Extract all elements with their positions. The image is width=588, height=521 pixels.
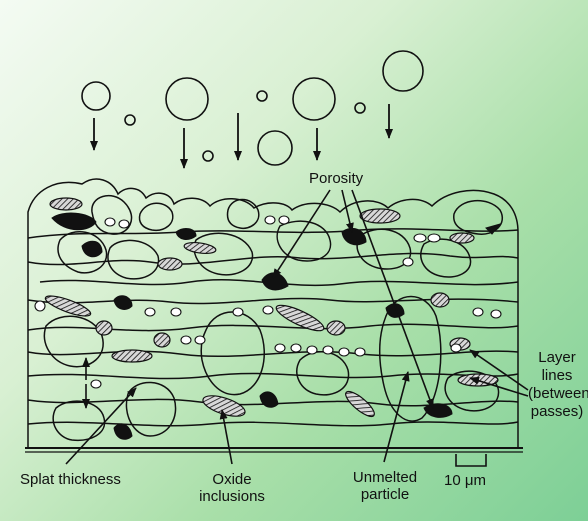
bead	[119, 220, 129, 228]
bead	[403, 258, 413, 266]
pore	[114, 296, 132, 310]
splat	[44, 316, 103, 366]
oxide-inclusion	[342, 388, 377, 420]
layer-lines-label-line: Layer	[528, 349, 586, 367]
droplet	[355, 103, 365, 113]
bead	[428, 234, 440, 242]
oxide-inclusion	[158, 258, 182, 270]
porosity-label: Porosity	[309, 170, 363, 187]
oxide-inclusions-leader	[222, 410, 232, 464]
bead	[279, 216, 289, 224]
splat-boundary	[28, 373, 518, 378]
oxide-inclusion	[360, 209, 400, 223]
oxide-inclusion	[431, 293, 449, 307]
oxide-inclusion	[201, 392, 248, 421]
bead	[291, 344, 301, 352]
oxide-inclusion	[450, 233, 474, 243]
splat	[53, 401, 104, 440]
unmelted-particle-label-line: Unmelted	[350, 469, 420, 486]
splat	[92, 196, 132, 234]
droplet	[125, 115, 135, 125]
oxide-inclusion	[327, 321, 345, 335]
pore	[82, 241, 102, 257]
oxide-inclusions-label-line: Oxide	[196, 471, 268, 488]
scale-bar	[456, 454, 486, 466]
splat	[357, 229, 410, 269]
droplet	[383, 51, 423, 91]
porosity-leader	[342, 190, 352, 232]
bead	[451, 344, 461, 352]
splat-boundary	[28, 253, 518, 264]
bead	[35, 301, 45, 311]
layer-lines-label-line: lines	[528, 367, 586, 385]
oxide-inclusion	[183, 241, 216, 255]
splat	[277, 221, 330, 261]
droplet	[257, 91, 267, 101]
pore	[342, 228, 366, 244]
oxide-inclusion	[96, 321, 112, 335]
unmelted-particle-label: Unmelted particle	[350, 469, 420, 503]
pore	[52, 213, 96, 230]
pore	[424, 404, 452, 418]
oxide-inclusion	[50, 198, 82, 210]
bead	[171, 308, 181, 316]
splat-thickness-label: Splat thickness	[20, 471, 121, 488]
droplet-arrows	[94, 104, 389, 168]
splat	[194, 233, 252, 275]
bead	[105, 218, 115, 226]
bead	[91, 380, 101, 388]
oxide-inclusions-label: Oxide inclusions	[196, 471, 268, 505]
layer-lines-label-line: (between	[528, 385, 586, 403]
bead	[263, 306, 273, 314]
layer-lines-label: Layer lines (between passes)	[528, 349, 586, 421]
pore	[176, 229, 196, 240]
layer-lines-label-line: passes)	[528, 403, 586, 421]
splat	[421, 239, 471, 277]
droplet	[293, 78, 335, 120]
oxide-inclusions-label-line: inclusions	[196, 488, 268, 505]
bead	[265, 216, 275, 224]
droplet	[258, 131, 292, 165]
splat	[228, 200, 259, 229]
bead	[491, 310, 501, 318]
splat	[201, 312, 264, 395]
droplet	[203, 151, 213, 161]
bead	[145, 308, 155, 316]
bead	[355, 348, 365, 356]
pore	[114, 424, 132, 439]
unmelted-particle-label-line: particle	[350, 486, 420, 503]
oxide-inclusion	[112, 350, 152, 362]
bead	[233, 308, 243, 316]
bead	[181, 336, 191, 344]
pore	[260, 392, 278, 407]
bead	[275, 344, 285, 352]
splat	[140, 203, 173, 230]
splat	[297, 352, 349, 395]
bead	[323, 346, 333, 354]
bead	[414, 234, 426, 242]
bead	[339, 348, 349, 356]
splat	[108, 240, 159, 278]
oxide-inclusion	[154, 333, 170, 347]
bead	[195, 336, 205, 344]
scale-bar-label: 10 μm	[444, 472, 486, 489]
droplet	[82, 82, 110, 110]
incoming-droplets	[82, 51, 423, 165]
bead	[473, 308, 483, 316]
oxide-inclusion	[273, 301, 326, 336]
bead	[307, 346, 317, 354]
droplet	[166, 78, 208, 120]
